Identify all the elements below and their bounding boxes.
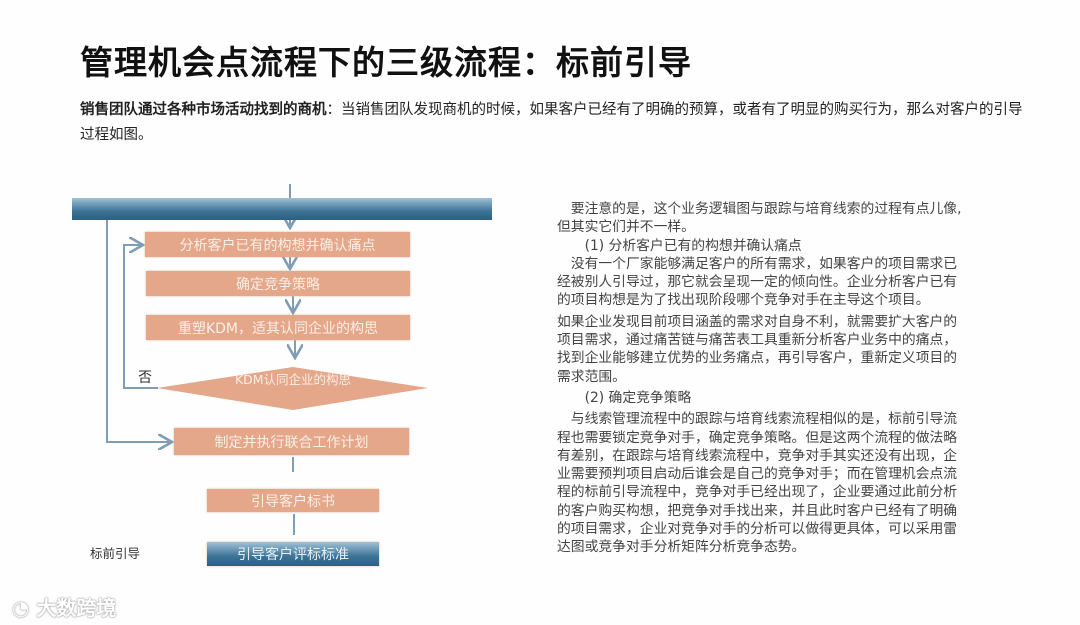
text-line: 与线索管理流程中的跟踪与培育线索流程相似的是，标前引导流: [557, 411, 958, 428]
text-line: 没有一个厂家能够满足客户的所有需求，如果客户的项目需求已: [557, 255, 958, 272]
text-line: 如果企业发现目前项目涵盖的需求对自身不利，就需要扩大客户的: [557, 313, 958, 330]
no-loop-arrow: [123, 245, 158, 389]
text-line: 项目需求，通过痛苦链与痛苦表工具重新分析客户业务中的痛点，: [557, 332, 958, 349]
flow-step-guide-bid: 引导客户标书: [207, 489, 379, 512]
flow-step-guide-criteria: 引导客户评标标准: [207, 542, 379, 566]
text-line: 需求范围。: [557, 368, 626, 385]
section-heading: (1) 分析客户已有的构想并确认痛点: [557, 237, 802, 254]
intro-paragraph: 销售团队通过各种市场活动找到的商机：当销售团队发现商机的时候，如果客户已经有了明…: [80, 98, 1030, 148]
text-line: 程的标前引导流程中，竞争对手已经出现了，企业要通过此前分析: [557, 484, 958, 501]
stage-label: 标前引导: [90, 546, 141, 561]
flow-step-analyze: 分析客户已有的构想并确认痛点: [145, 232, 410, 257]
text-line: 达图或竞争对手分析矩阵分析竞争态势。: [557, 539, 806, 556]
intro-bold: 销售团队通过各种市场活动找到的商机: [80, 102, 327, 118]
text-line: 的项目构想是为了找出现阶段哪个竞争对手在主导这个项目。: [557, 292, 930, 309]
text-line: 经被别人引导过，那它就会呈现一定的倾向性。企业分析客户已有: [557, 274, 958, 291]
flow-step-joint-plan: 制定并执行联合工作计划: [174, 428, 409, 455]
intro-text: ：当销售团队发现商机的时候，如果客户已经有了明确的预算，或者有了明显的购买行为，…: [80, 102, 1023, 143]
watermark-text: 大数跨境: [36, 596, 117, 620]
explanation-text: 要注意的是，这个业务逻辑图与跟踪与培育线索的过程有点儿像, 但其实它们并不一样。…: [557, 200, 1037, 557]
text-line: 有差别，在跟踪与培育线索流程中，竞争对手其实还没有出现，企: [557, 447, 958, 464]
decision-label: KDM认同企业的构思: [234, 372, 352, 387]
bypass-arrow: [106, 210, 172, 442]
text-line: 的客户购买构想，把竞争对手找出来，并且此时客户已经有了明确: [557, 502, 958, 519]
watermark-icon: ◔: [12, 596, 37, 620]
text-line: 要注意的是，这个业务逻辑图与跟踪与培育线索的过程有点儿像,: [557, 201, 962, 217]
text-line: 的项目需求，企业对竞争对手的分析可以做得更具体，可以采用雷: [557, 521, 958, 538]
text-line: 业需要预判项目启动后谁会是自己的竞争对手；而在管理机会点流: [557, 466, 958, 483]
no-label: 否: [138, 370, 152, 386]
flow-step-strategy: 确定竞争策略: [146, 271, 410, 296]
decision-diamond: [157, 367, 428, 410]
text-line: 但其实它们并不一样。: [557, 219, 695, 236]
flow-step-reshape-kdm: 重塑KDM，适其认同企业的构思: [146, 315, 410, 340]
slide-title: 管理机会点流程下的三级流程：标前引导: [80, 43, 692, 82]
flow-top-bar: [72, 198, 492, 220]
section-heading: (2) 确定竞争策略: [557, 389, 692, 406]
text-line: 找到企业能够建立优势的业务痛点，再引导客户，重新定义项目的: [557, 350, 958, 367]
text-line: 程也需要锁定竞争对手，确定竞争策略。但是这两个流程的做法略: [557, 429, 958, 446]
watermark-logo: ◔ 大数跨境: [12, 592, 116, 621]
